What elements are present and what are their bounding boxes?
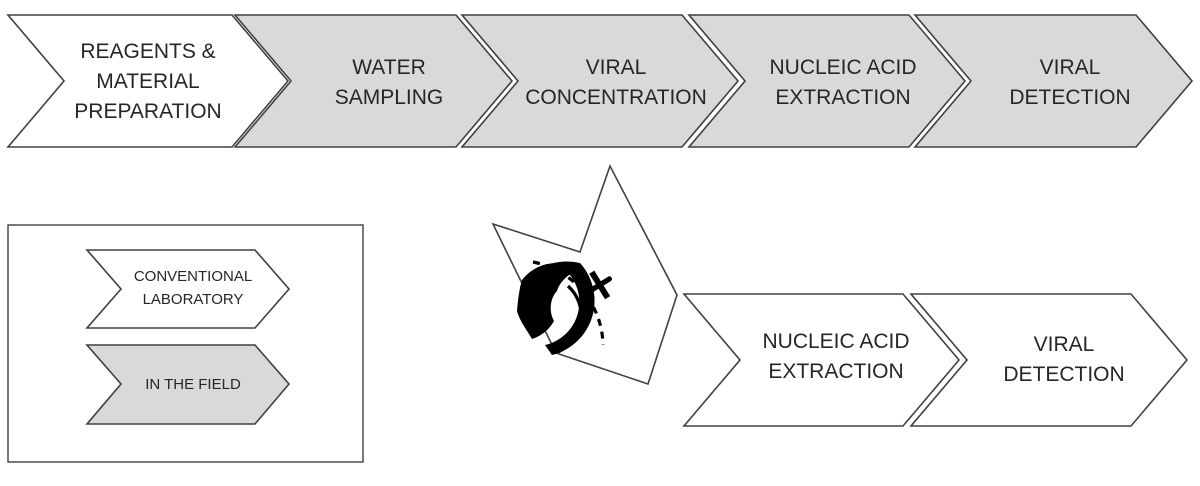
step-label-line: DETECTION [1003, 363, 1124, 386]
step-label-line: VIRAL [1040, 56, 1101, 79]
step-label-line: NUCLEIC ACID [769, 56, 916, 79]
legend: CONVENTIONAL LABORATORY IN THE FIELD [7, 224, 364, 463]
legend-item-conventional-laboratory: CONVENTIONAL LABORATORY [85, 249, 291, 329]
transport-step [491, 163, 678, 386]
pipeline-step-nucleic-acid-extraction: NUCLEIC ACID EXTRACTION [687, 14, 967, 148]
pipeline-step-viral-detection: VIRAL DETECTION [913, 14, 1194, 148]
step-label-line: VIRAL [586, 56, 647, 79]
pipeline-step-water-sampling: WATER SAMPLING [233, 14, 514, 148]
pipeline-step-reagents: REAGENTS & MATERIAL PREPARATION [6, 14, 290, 148]
legend-label-line: IN THE FIELD [145, 376, 241, 393]
step-label-line: REAGENTS & [80, 40, 215, 63]
step-label-line: MATERIAL [96, 70, 199, 93]
step-label-line: DETECTION [1009, 86, 1130, 109]
lab-step-viral-detection: VIRAL DETECTION [909, 293, 1189, 427]
legend-label-line: LABORATORY [143, 291, 244, 308]
step-label-line: EXTRACTION [775, 86, 910, 109]
step-label-line: WATER [352, 56, 426, 79]
step-label-line: SAMPLING [335, 86, 444, 109]
legend-item-in-the-field: IN THE FIELD [85, 344, 291, 425]
step-label-line: PREPARATION [74, 100, 221, 123]
step-label-line: VIRAL [1034, 333, 1095, 356]
globe-with-airplane-icon [517, 260, 612, 355]
pipeline-step-viral-concentration: VIRAL CONCENTRATION [460, 14, 740, 148]
step-label-line: CONCENTRATION [525, 86, 707, 109]
legend-label-line: CONVENTIONAL [134, 268, 252, 285]
step-label-line: EXTRACTION [768, 360, 903, 383]
lab-step-nucleic-acid-extraction: NUCLEIC ACID EXTRACTION [682, 293, 961, 427]
step-label-line: NUCLEIC ACID [762, 330, 909, 353]
